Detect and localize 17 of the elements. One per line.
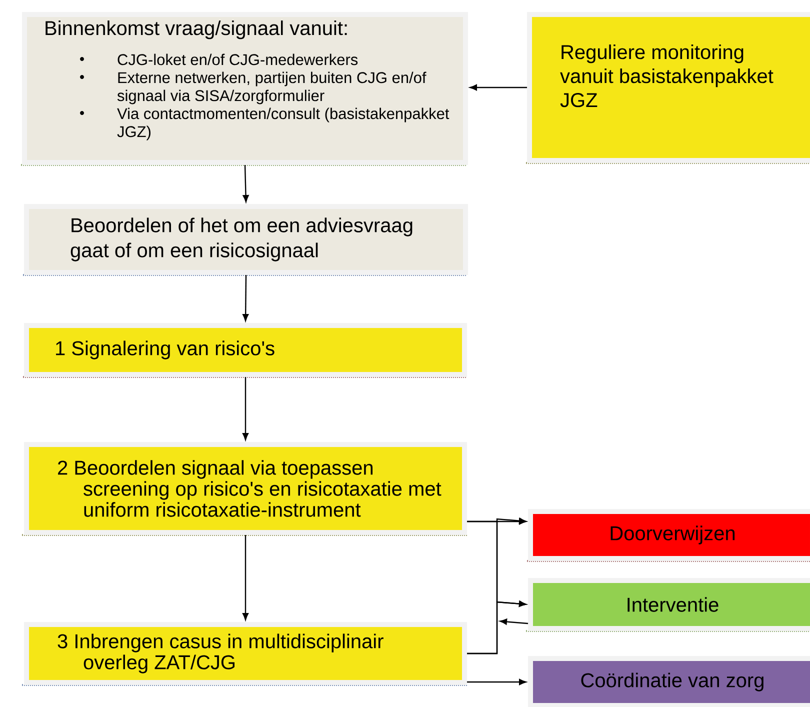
process-box: 1 Signalering van risico's (22, 323, 467, 378)
outcome-box: Interventie (526, 578, 810, 632)
arrow (242, 535, 249, 620)
process-box: Binnenkomst vraag/signaal vanuit: CJG-loket en/of CJG-medewerkers Externe netwerken, partijen buiten CJG en/of signaal via SISA/zorgformulier Via contactmomenten/consult (basistakenpakket JGZ) (20, 12, 468, 166)
process-box: 3 Inbrengen casus in multidisciplinair overleg ZAT/CJG (22, 622, 467, 686)
arrow (242, 165, 249, 202)
outcome-box: Coördinatie van zorg (528, 656, 810, 707)
process-box: Beoordelen of het om een adviesvraag gaat of om een risicosignaal (22, 204, 468, 276)
process-box: Reguliere monitoring vanuit basistakenpakket JGZ (525, 12, 810, 164)
arrow (242, 377, 249, 440)
arrow (242, 275, 249, 322)
arrow (467, 600, 526, 654)
arrow (467, 678, 526, 686)
process-box: 2 Beoordelen signaal via toepassen screening op risico's en risicotaxatie met uniform risicotaxatie-instrument (22, 442, 467, 536)
arrow (500, 618, 528, 625)
arrow (470, 84, 527, 91)
outcome-box: Doorverwijzen (526, 509, 810, 562)
